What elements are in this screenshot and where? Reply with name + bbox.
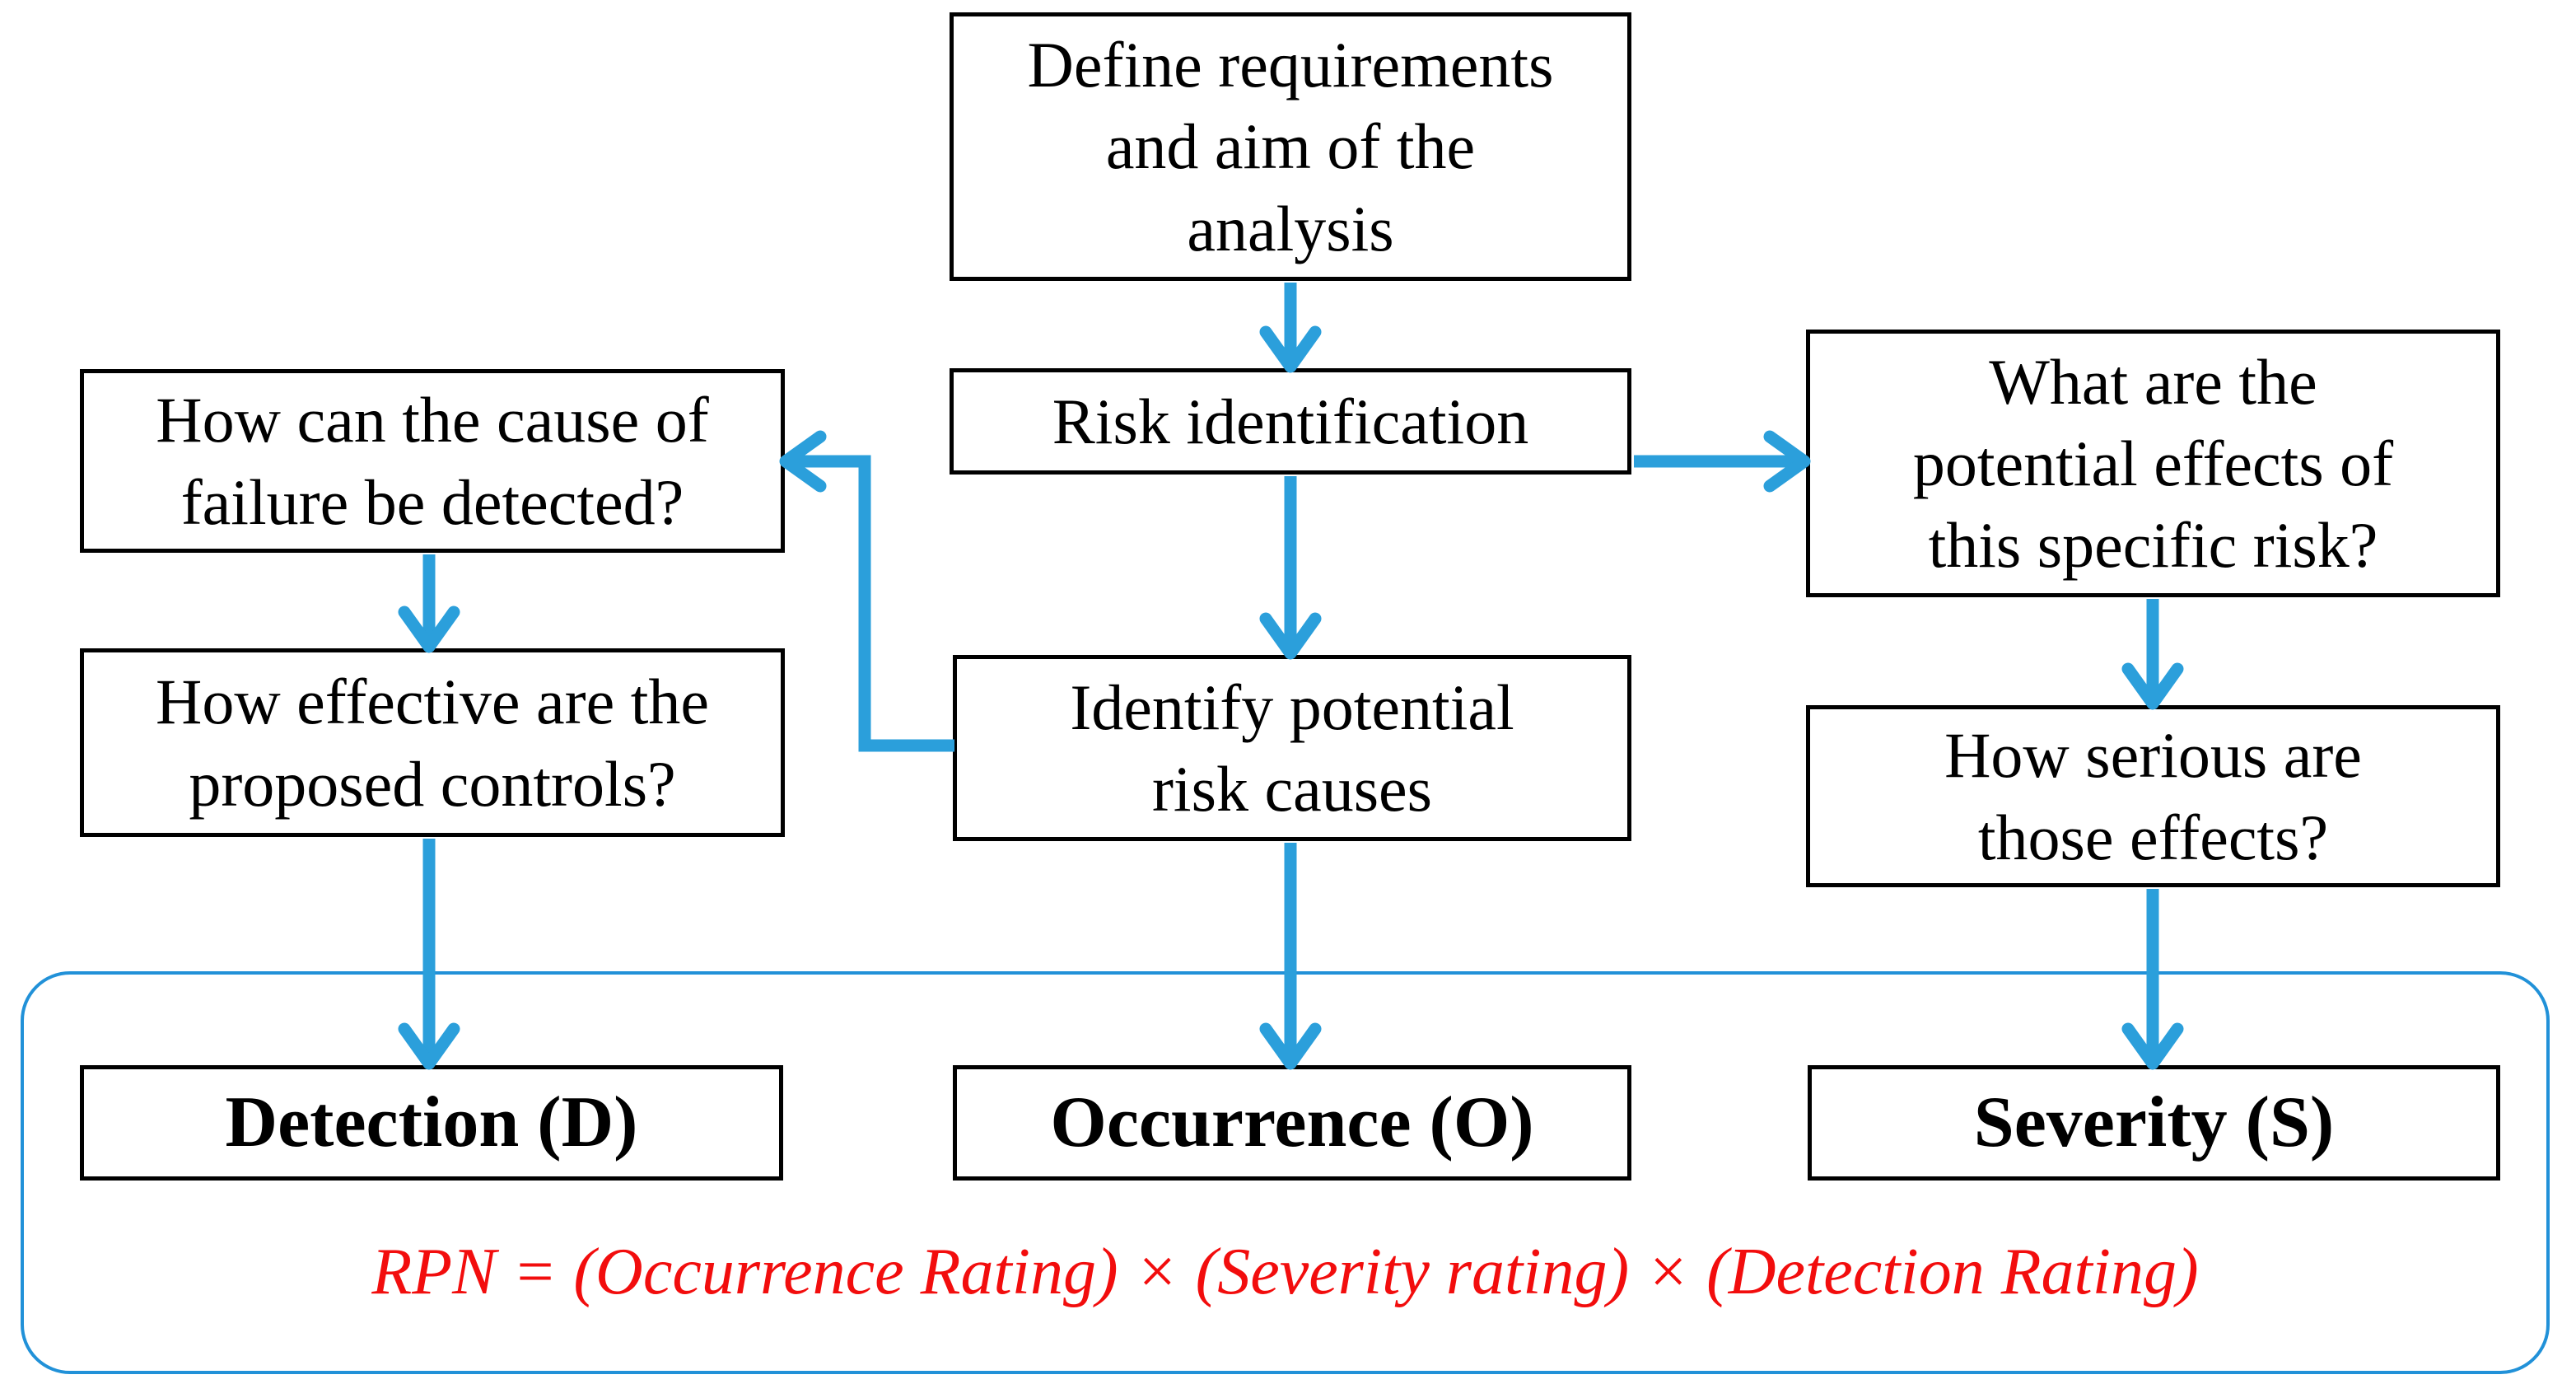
node-occurrence: Occurrence (O) — [953, 1065, 1631, 1181]
node-define-requirements: Define requirements and aim of the analy… — [950, 12, 1631, 281]
arrow-causes-to-detect — [786, 455, 954, 752]
node-severity: Severity (S) — [1808, 1065, 2500, 1181]
arrowhead-define-to-risk — [1259, 325, 1322, 373]
node-risk-identification: Risk identification — [950, 368, 1631, 475]
node-detect-cause: How can the cause of failure be detected… — [80, 369, 785, 553]
node-identify-risk-causes: Identify potential risk causes — [953, 655, 1631, 841]
arrowhead-effects-to-serious — [2121, 662, 2184, 710]
node-detection: Detection (D) — [80, 1065, 783, 1181]
rpn-formula: RPN = (Occurrence Rating) × (Severity ra… — [371, 1236, 2199, 1308]
arrowhead-risk-to-effects — [1763, 430, 1811, 493]
node-potential-effects: What are the potential effects of this s… — [1806, 330, 2500, 597]
node-serious-effects: How serious are those effects? — [1806, 705, 2500, 887]
arrowhead-risk-to-causes — [1259, 612, 1322, 660]
node-effective-controls: How effective are the proposed controls? — [80, 648, 785, 837]
arrowhead-detect-to-controls — [398, 605, 460, 653]
arrowhead-causes-to-detect — [779, 430, 827, 493]
